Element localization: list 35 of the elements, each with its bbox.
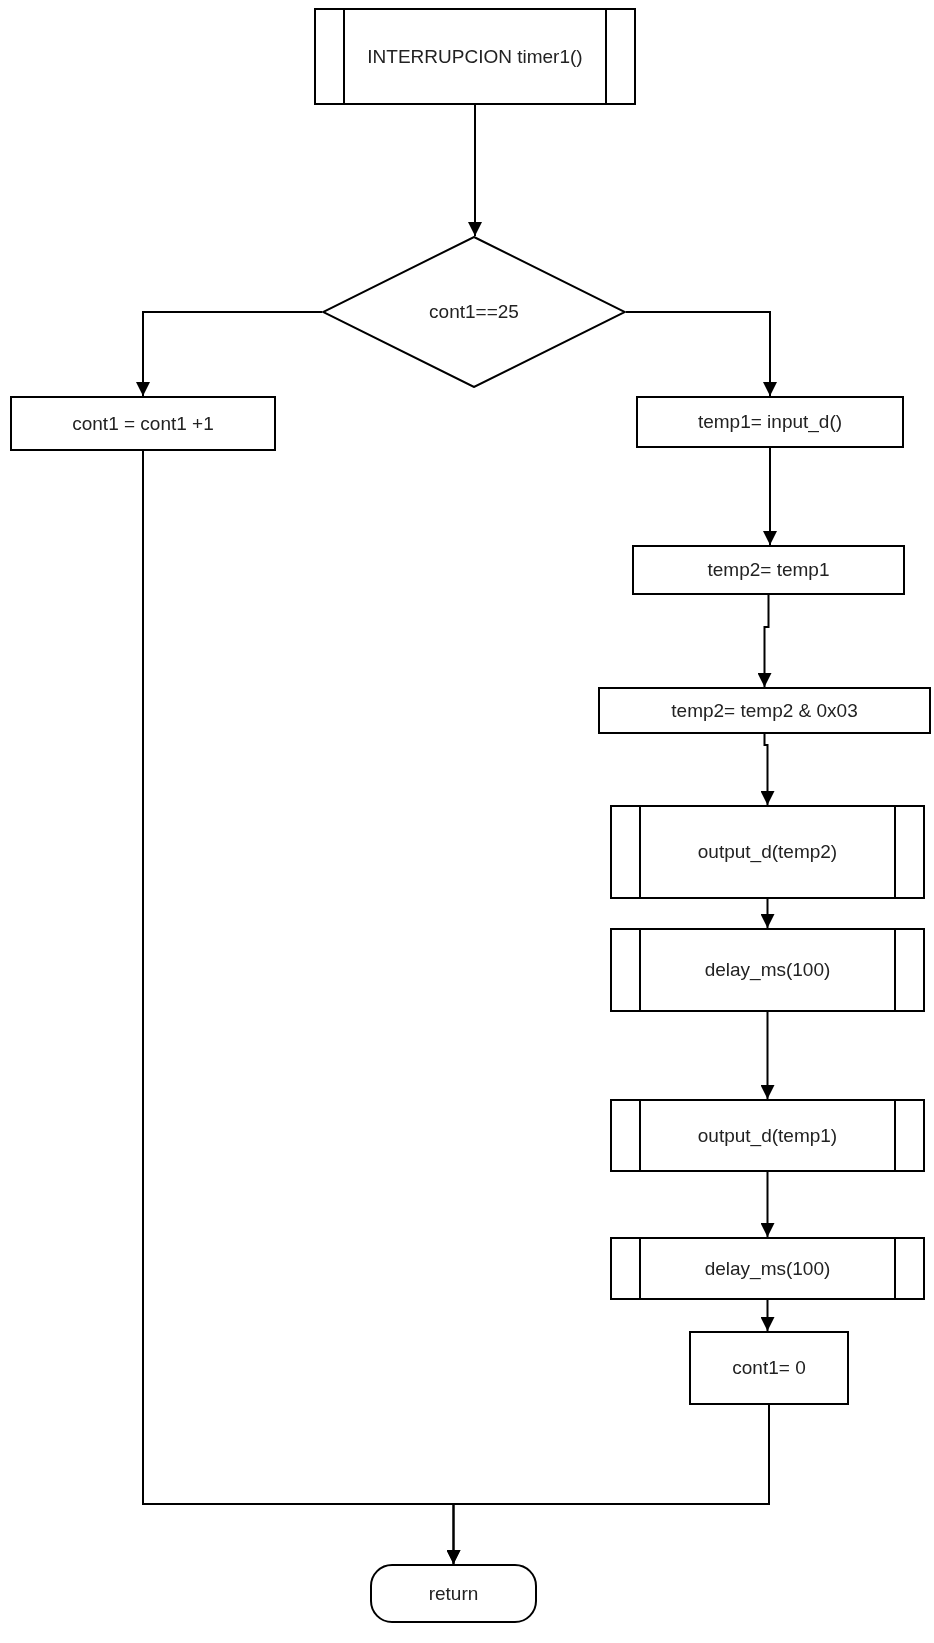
arrow <box>446 1404 770 1565</box>
node-label: delay_ms(100) <box>703 1256 832 1281</box>
node-label: delay_ms(100) <box>703 958 832 982</box>
subroutine-box <box>610 928 925 1012</box>
subroutine-box <box>610 805 925 899</box>
node-label: return <box>427 1581 480 1606</box>
arrow <box>760 733 775 806</box>
node-label: temp1= input_d() <box>696 410 844 434</box>
arrow <box>468 104 482 237</box>
arrow <box>136 311 323 397</box>
node-label: cont1= 0 <box>731 1356 807 1380</box>
process-box <box>632 545 905 595</box>
subroutine-box <box>610 1237 925 1300</box>
process-box <box>598 687 931 734</box>
node-label: INTERRUPCION timer1() <box>366 44 584 69</box>
node-label: output_d(temp1) <box>696 1123 839 1148</box>
arrow <box>760 1011 775 1100</box>
decision-diamond <box>322 236 626 388</box>
arrow <box>760 898 775 929</box>
arrow <box>760 1171 775 1238</box>
node-label: output_d(temp2) <box>696 840 839 864</box>
process-box <box>10 396 276 451</box>
arrow <box>763 447 777 546</box>
node-label: temp2= temp1 <box>706 558 831 582</box>
subroutine-box <box>314 8 636 105</box>
terminator-box <box>370 1564 537 1623</box>
node-label: cont1 = cont1 +1 <box>71 411 215 436</box>
arrow <box>760 1299 775 1332</box>
arrow <box>625 311 777 397</box>
arrow <box>757 594 772 688</box>
node-label: cont1==25 <box>428 300 520 324</box>
node-label: temp2= temp2 & 0x03 <box>670 698 859 723</box>
process-box <box>636 396 904 448</box>
subroutine-box <box>610 1099 925 1172</box>
process-box <box>689 1331 849 1405</box>
